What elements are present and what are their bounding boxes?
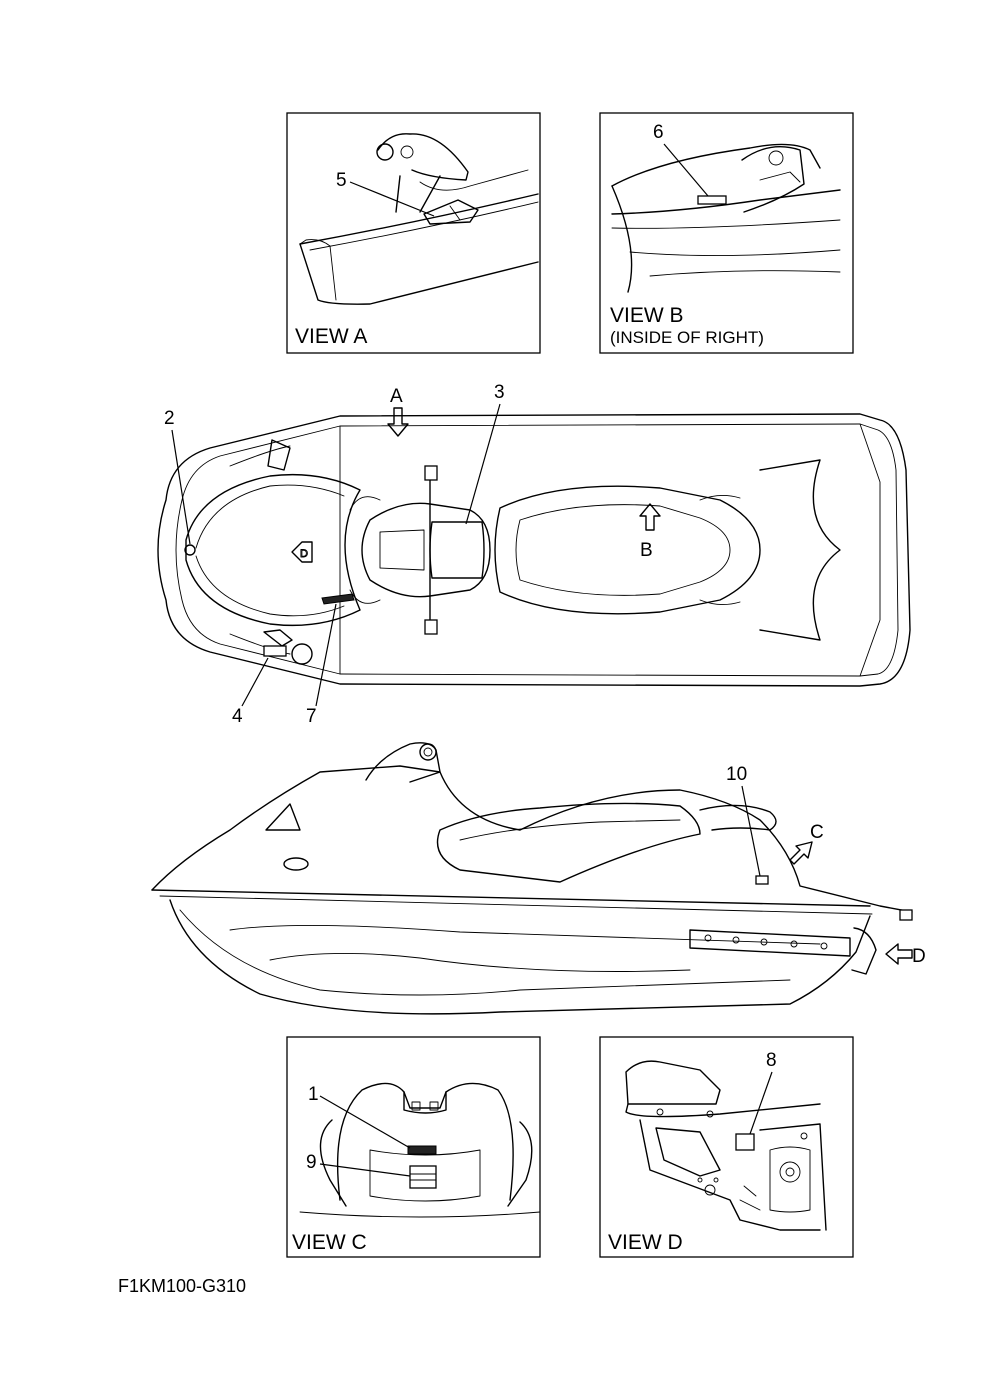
marker-b: B — [640, 540, 653, 561]
marker-d: D — [912, 946, 926, 967]
callout-3: 3 — [494, 382, 505, 403]
callout-6: 6 — [653, 122, 664, 143]
callout-7: 7 — [306, 706, 317, 727]
view-a-label: VIEW A — [295, 325, 367, 348]
view-c-panel: 1 9 VIEW C — [286, 1036, 541, 1258]
svg-text:D: D — [300, 548, 308, 560]
view-b-label: VIEW B — [610, 304, 684, 327]
marker-a: A — [390, 386, 403, 407]
view-d-label: VIEW D — [608, 1231, 683, 1254]
callout-4: 4 — [232, 706, 243, 727]
view-c-label: VIEW C — [292, 1231, 367, 1254]
view-d-panel: 8 VIEW D — [599, 1036, 854, 1258]
callout-8: 8 — [766, 1050, 777, 1071]
view-a-panel: 5 VIEW A — [286, 112, 541, 354]
side-view-craft: C D 10 — [151, 742, 926, 1015]
callout-5: 5 — [336, 170, 347, 191]
marker-c: C — [810, 822, 824, 843]
top-view-craft: D A B 2 3 4 7 — [157, 382, 911, 727]
view-b-panel: 6 VIEW B (INSIDE OF RIGHT) — [599, 112, 854, 354]
figure-code: F1KM100-G310 — [118, 1276, 246, 1296]
callout-9: 9 — [306, 1152, 317, 1173]
callout-10: 10 — [726, 764, 747, 785]
callout-2: 2 — [164, 408, 175, 429]
callout-1: 1 — [308, 1084, 319, 1105]
view-b-sublabel: (INSIDE OF RIGHT) — [610, 328, 764, 347]
